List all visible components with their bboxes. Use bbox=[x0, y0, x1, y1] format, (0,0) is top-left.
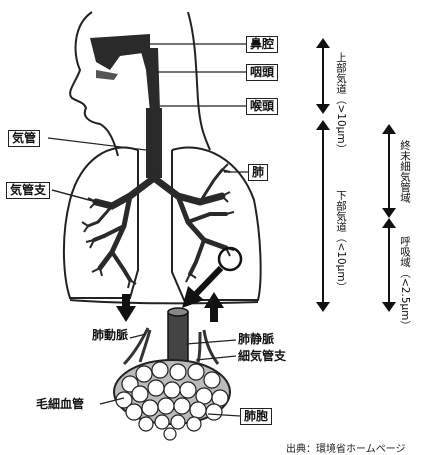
source-credit: 出典：環境省ホームページ bbox=[286, 440, 406, 455]
label-nasal-cavity: 鼻腔 bbox=[246, 36, 278, 53]
bronchial-tree bbox=[88, 170, 226, 280]
label-pulmonary-artery: 肺動脈 bbox=[92, 328, 128, 342]
label-trachea: 気管 bbox=[8, 130, 40, 147]
alveoli-cluster bbox=[114, 308, 230, 440]
label-lung: 肺 bbox=[248, 164, 268, 181]
region-terminal-bronchiole: 終末細気管域 bbox=[398, 140, 411, 203]
respiratory-size: （<2.5μm） bbox=[399, 268, 411, 331]
head-outline bbox=[70, 12, 210, 156]
trachea-tube bbox=[146, 108, 162, 178]
region-respiratory: 呼吸域（<2.5μm） bbox=[398, 236, 411, 331]
label-pulmonary-vein: 肺静脈 bbox=[238, 332, 274, 346]
airflow-up-arrow bbox=[204, 292, 224, 322]
label-pharynx: 咽頭 bbox=[246, 64, 278, 81]
leader-lines bbox=[48, 44, 248, 416]
respiratory-name: 呼吸域 bbox=[399, 236, 411, 268]
zoom-circle bbox=[219, 248, 241, 270]
label-capillaries: 毛細血管 bbox=[36, 397, 84, 411]
label-alveoli: 肺胞 bbox=[240, 408, 272, 425]
upper-airway-name: 上部気道 bbox=[335, 52, 347, 94]
airway-upper bbox=[90, 34, 160, 112]
lower-airway-size: （<10μm） bbox=[335, 232, 347, 292]
lower-airway-name: 下部気道 bbox=[335, 190, 347, 232]
region-brackets bbox=[316, 38, 396, 312]
label-bronchi: 気管支 bbox=[6, 182, 50, 199]
label-bronchiole: 細気管支 bbox=[238, 349, 286, 363]
region-lower-airway: 下部気道（<10μm） bbox=[334, 190, 347, 292]
upper-airway-size: （>10μm） bbox=[335, 94, 347, 154]
region-upper-airway: 上部気道（>10μm） bbox=[334, 52, 347, 154]
label-larynx: 喉頭 bbox=[246, 98, 278, 115]
